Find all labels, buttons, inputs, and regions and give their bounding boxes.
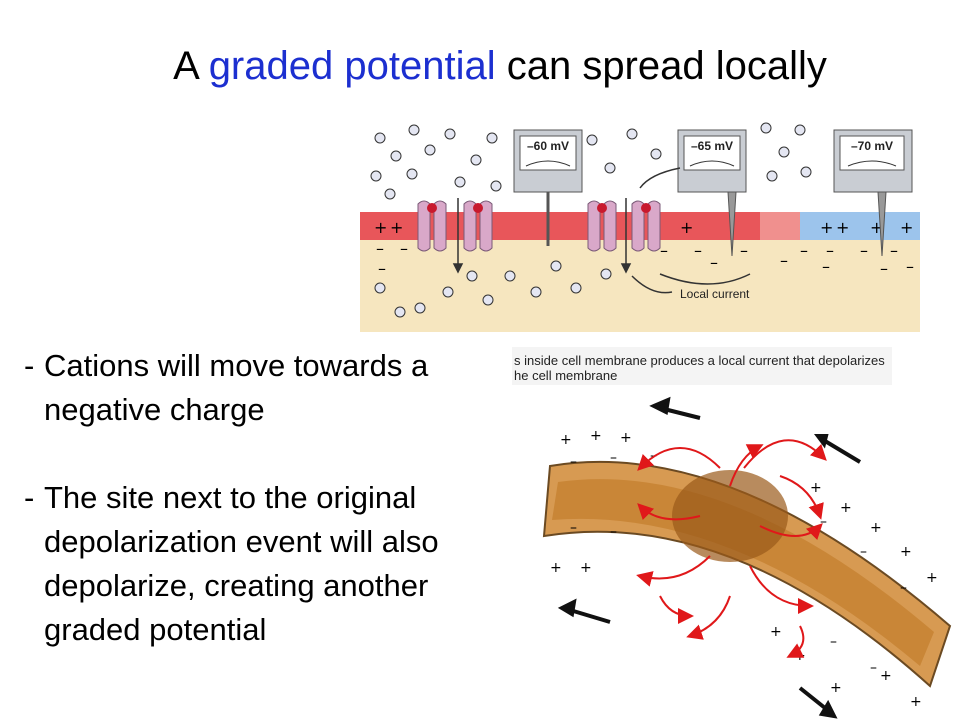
svg-text:+: + — [620, 430, 632, 446]
svg-text:–: – — [860, 241, 868, 260]
bullet-list: - Cations will move towards a negative c… — [24, 344, 524, 652]
svg-text:–: – — [780, 251, 788, 270]
svg-text:+: + — [590, 428, 602, 444]
bullet-dash: - — [24, 480, 35, 515]
svg-text:–: – — [570, 520, 577, 536]
voltmeter-2-reading: –65 mV — [691, 139, 733, 153]
bullet-dash: - — [24, 348, 35, 383]
title-prefix: A — [173, 44, 209, 88]
svg-text:+: + — [580, 560, 592, 576]
svg-text:–: – — [820, 514, 827, 530]
figure-caption: s inside cell membrane produces a local … — [512, 347, 892, 385]
membrane-resting — [800, 212, 920, 240]
svg-text:–: – — [890, 241, 898, 260]
svg-text:+: + — [820, 218, 833, 237]
page-title: A graded potential can spread locally — [0, 44, 960, 89]
svg-text:–: – — [740, 241, 748, 260]
voltmeter-1-reading: –60 mV — [527, 139, 569, 153]
svg-text:–: – — [906, 257, 914, 276]
svg-text:–: – — [830, 634, 837, 650]
svg-text:–: – — [376, 239, 384, 258]
svg-text:+: + — [900, 218, 913, 237]
svg-text:+: + — [926, 570, 938, 586]
voltmeter-1: –60 mV — [513, 129, 583, 246]
bullet-item-2: - The site next to the original depolari… — [24, 476, 524, 652]
depolarized-region — [672, 470, 788, 562]
svg-text:–: – — [610, 450, 617, 466]
bullet-item-1: - Cations will move towards a negative c… — [24, 344, 524, 432]
local-current-label: Local current — [680, 287, 750, 301]
svg-text:+: + — [390, 218, 403, 237]
svg-text:–: – — [800, 241, 808, 260]
svg-text:–: – — [570, 454, 577, 470]
ion-channel-1 — [417, 200, 661, 252]
svg-text:–: – — [694, 241, 702, 260]
svg-text:–: – — [822, 257, 830, 276]
bullet-text-2: The site next to the original depolariza… — [44, 480, 439, 647]
svg-text:–: – — [900, 580, 907, 596]
voltmeter-3-reading: –70 mV — [851, 139, 893, 153]
voltmeter-3: –70 mV — [833, 129, 913, 257]
svg-text:+: + — [374, 218, 387, 237]
svg-text:+: + — [840, 500, 852, 516]
svg-text:+: + — [680, 218, 693, 237]
svg-text:–: – — [610, 524, 617, 540]
membrane-depolarized — [360, 212, 800, 240]
svg-text:+: + — [910, 694, 922, 710]
svg-text:+: + — [560, 432, 572, 448]
svg-text:–: – — [710, 253, 718, 272]
svg-text:+: + — [880, 668, 892, 684]
svg-text:–: – — [860, 544, 867, 560]
axon-diagram: ++++ ++++ ++++ ++++ –––– –––– –– — [542, 396, 952, 719]
bullet-text-1: Cations will move towards a negative cha… — [44, 348, 429, 427]
svg-text:+: + — [770, 624, 782, 640]
title-highlight: graded potential — [208, 44, 496, 88]
svg-text:+: + — [836, 218, 849, 237]
membrane-diagram: ++++ ++++ –––– –––– –––– –––– –60 mV –65… — [360, 116, 920, 332]
voltmeter-2: –65 mV — [677, 129, 747, 257]
cytoplasm — [360, 240, 920, 332]
svg-text:+: + — [794, 648, 806, 664]
caption-line-1: s inside cell membrane produces a local … — [514, 353, 885, 368]
svg-text:+: + — [830, 680, 842, 696]
svg-text:+: + — [550, 560, 562, 576]
svg-text:+: + — [810, 480, 822, 496]
svg-text:+: + — [900, 544, 912, 560]
svg-text:–: – — [826, 241, 834, 260]
svg-text:–: – — [870, 660, 877, 676]
svg-text:+: + — [870, 520, 882, 536]
svg-text:–: – — [378, 259, 386, 278]
title-suffix: can spread locally — [495, 44, 827, 88]
svg-text:–: – — [400, 239, 408, 258]
caption-line-2: he cell membrane — [514, 368, 618, 383]
svg-text:–: – — [660, 241, 668, 260]
svg-text:–: – — [880, 259, 888, 278]
